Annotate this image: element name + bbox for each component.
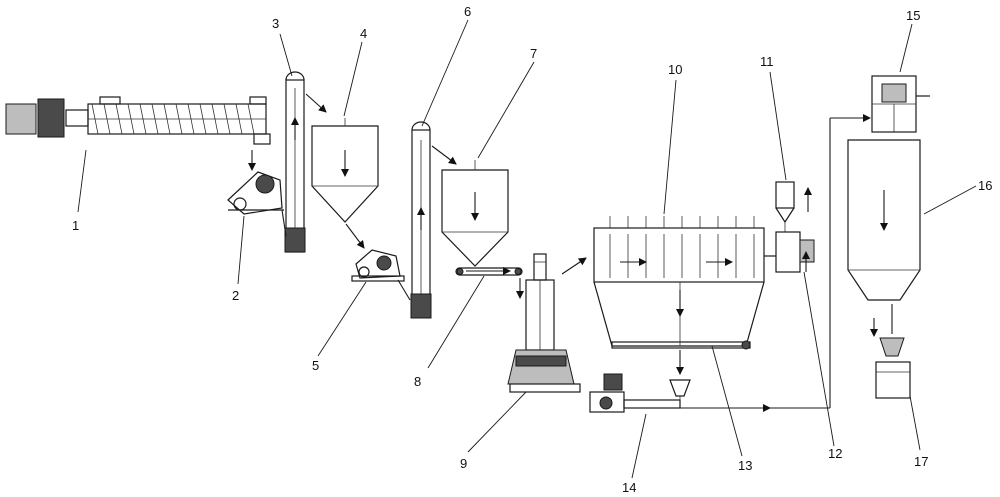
dryer <box>593 216 765 347</box>
label-2: 2 <box>232 288 239 303</box>
cyclone <box>775 181 795 232</box>
screw-conveyor <box>5 96 271 145</box>
flow-lines <box>248 93 893 412</box>
crusher <box>227 171 284 215</box>
label-10: 10 <box>668 62 682 77</box>
part-labels: 1 2 3 4 5 6 7 8 9 10 11 12 13 14 15 16 1… <box>72 4 992 495</box>
mixing-screw <box>589 373 691 413</box>
product-silo <box>847 139 921 301</box>
label-11: 11 <box>760 54 774 69</box>
label-15: 15 <box>906 8 920 23</box>
crusher-2 <box>351 249 405 282</box>
bucket-elevator-1 <box>284 71 306 253</box>
silo-2 <box>441 160 509 267</box>
vertical-mill <box>507 253 581 393</box>
label-17: 17 <box>914 454 928 469</box>
label-16: 16 <box>978 178 992 193</box>
label-6: 6 <box>464 4 471 19</box>
label-13: 13 <box>738 458 752 473</box>
bag-filter <box>871 75 930 133</box>
silo-1 <box>311 118 379 223</box>
label-9: 9 <box>460 456 467 471</box>
label-7: 7 <box>530 46 537 61</box>
label-1: 1 <box>72 218 79 233</box>
label-3: 3 <box>272 16 279 31</box>
label-4: 4 <box>360 26 367 41</box>
label-14: 14 <box>622 480 636 495</box>
packing-machine <box>875 337 911 399</box>
belt-conveyor <box>455 267 523 276</box>
discharge-screw <box>611 340 751 350</box>
bucket-elevator-2 <box>410 121 432 319</box>
leader-lines <box>77 19 977 479</box>
label-12: 12 <box>828 446 842 461</box>
label-5: 5 <box>312 358 319 373</box>
label-8: 8 <box>414 374 421 389</box>
